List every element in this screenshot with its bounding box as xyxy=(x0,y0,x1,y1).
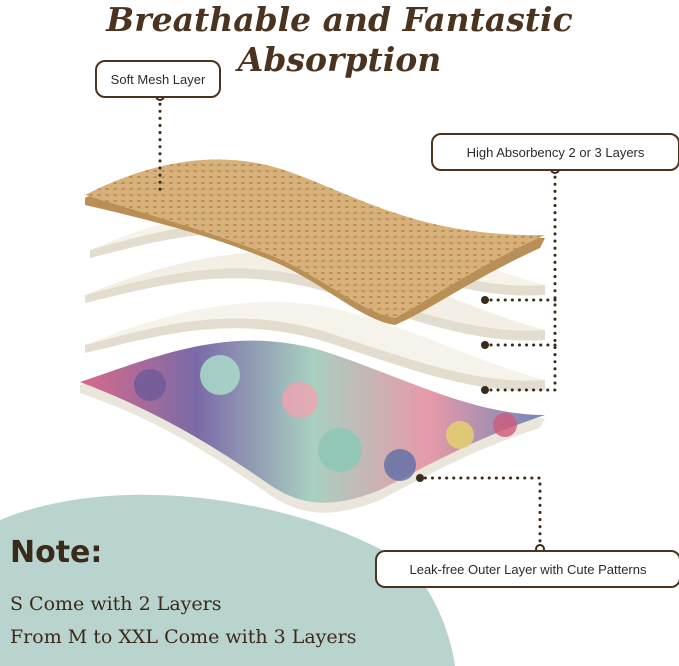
label-soft-mesh-layer: Soft Mesh Layer xyxy=(95,60,221,98)
note-title: Note: xyxy=(10,535,103,570)
mesh-layer xyxy=(85,159,545,325)
note-line-large: From M to XXL Come with 3 Layers xyxy=(10,626,357,648)
label-high-absorbency: High Absorbency 2 or 3 Layers xyxy=(431,133,679,171)
connector-lines xyxy=(158,95,557,550)
note-panel-background xyxy=(0,494,455,666)
page-title: Breathable and Fantastic Absorption xyxy=(106,0,573,79)
connector-dots xyxy=(416,296,489,482)
note-line-small: S Come with 2 Layers xyxy=(10,593,222,615)
outer-layer xyxy=(80,340,545,513)
label-outer-layer: Leak-free Outer Layer with Cute Patterns xyxy=(375,550,679,588)
